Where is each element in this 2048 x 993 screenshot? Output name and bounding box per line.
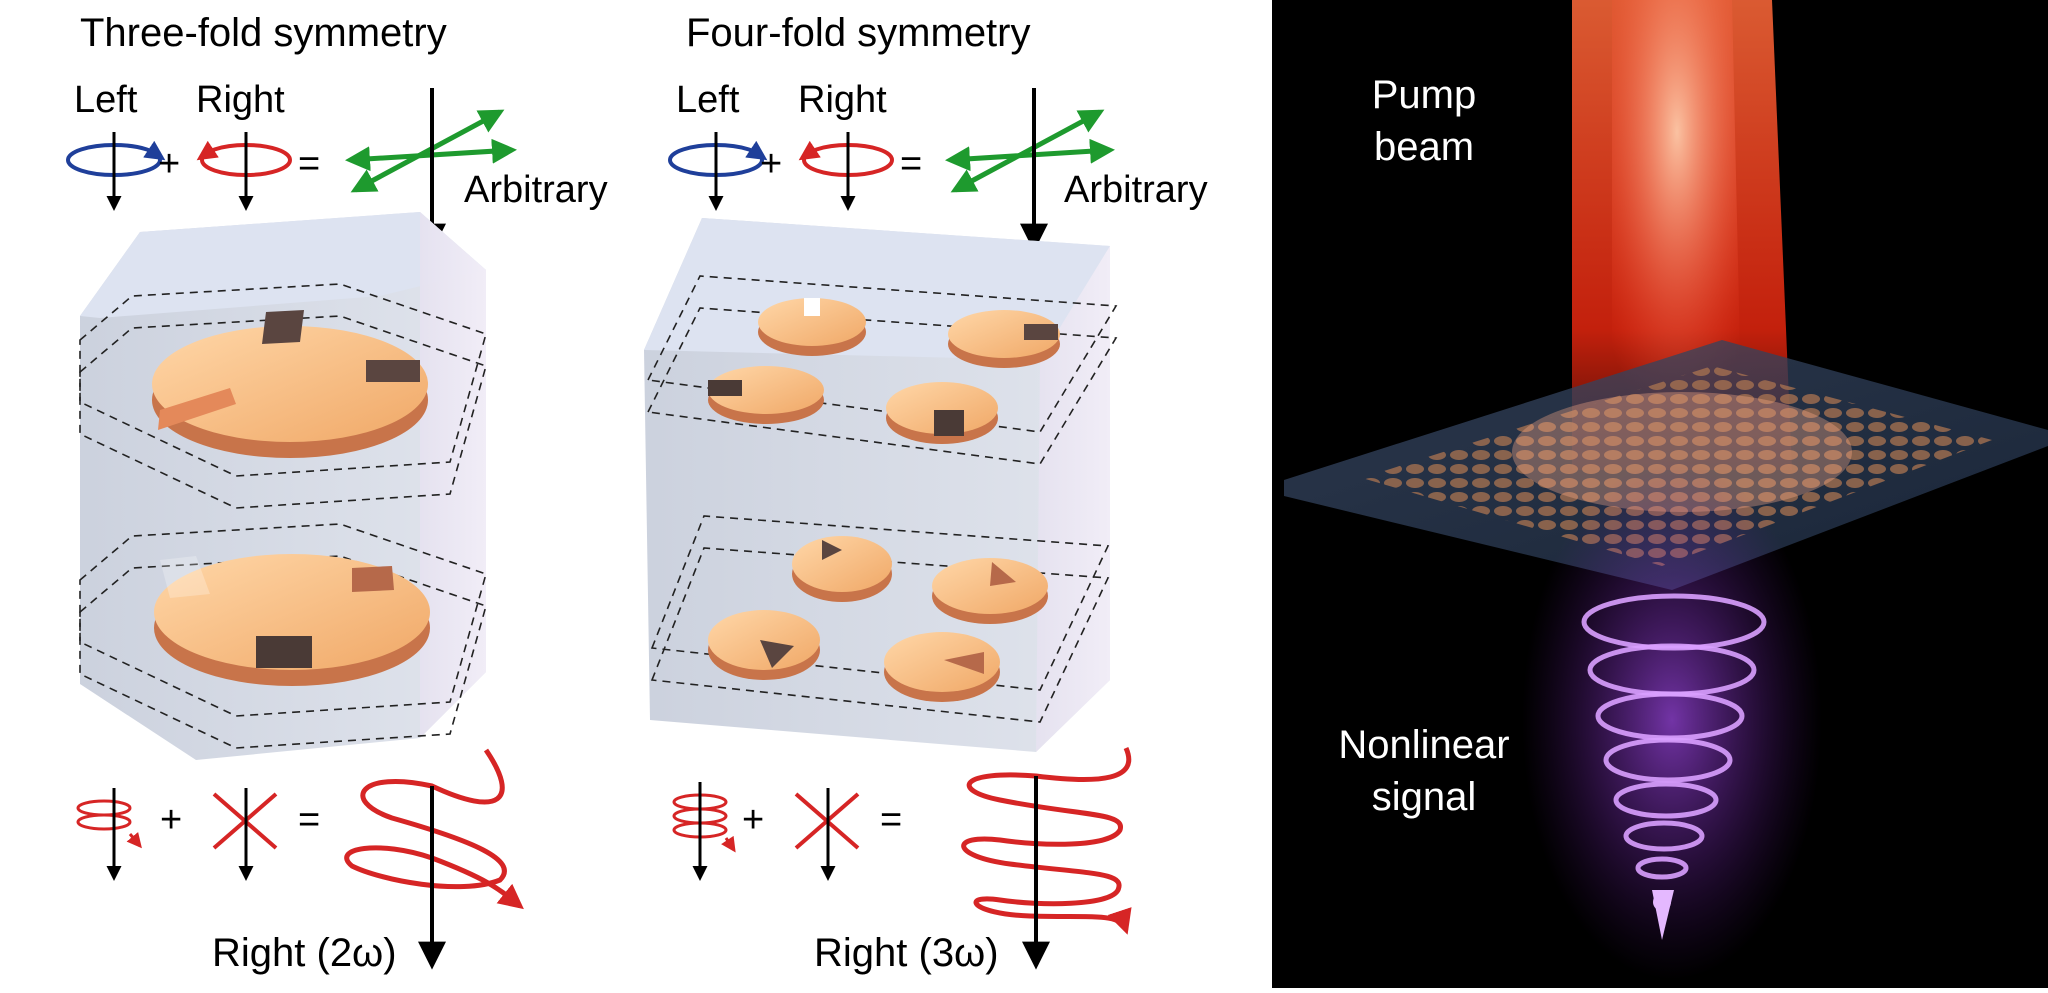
four-fold-left-circular-icon (668, 132, 768, 211)
four-fold-lower-disks (708, 536, 1048, 702)
four-fold-equals: = (900, 143, 922, 185)
signal-label-line1: Nonlinear (1338, 723, 1509, 767)
three-fold-upper-disk (152, 310, 428, 458)
three-fold-cross-icon (212, 788, 278, 881)
three-fold-output-equation: + = Right (2ω) (76, 748, 524, 975)
three-fold-output-equals: = (298, 799, 320, 841)
four-fold-linear-arbitrary-icon (945, 109, 1115, 193)
four-fold-output-equals: = (880, 799, 902, 841)
three-fold-plus: + (158, 143, 180, 185)
three-fold-output-label: Right (2ω) (212, 931, 397, 975)
three-fold-right-circular-icon (196, 132, 292, 211)
metasurface-illustration: Pump beam Nonlinear signal (1272, 0, 2048, 988)
four-fold-output-plus: + (742, 799, 764, 841)
pump-label-line2: beam (1374, 125, 1474, 169)
schematic-svg: Three-fold symmetry Left Right + = Arbit… (66, 11, 1208, 975)
signal-label-line2: signal (1372, 775, 1477, 819)
four-fold-output-equation: + = Right (3ω) (672, 747, 1132, 975)
four-fold-title: Four-fold symmetry (686, 11, 1031, 55)
three-fold-lower-disk (154, 554, 430, 686)
three-fold-helix-icon (344, 748, 524, 970)
symmetry-schematics: Three-fold symmetry Left Right + = Arbit… (66, 11, 1208, 975)
three-fold-right-label: Right (196, 79, 285, 121)
four-fold-right-label: Right (798, 79, 887, 121)
three-fold-panel: Three-fold symmetry Left Right + = Arbit… (66, 11, 608, 975)
three-fold-equals: = (298, 143, 320, 185)
illustration-svg: Pump beam Nonlinear signal (1284, 0, 2048, 980)
four-fold-upper-disks (708, 298, 1060, 444)
three-fold-left-label: Left (74, 79, 138, 121)
four-fold-panel: Four-fold symmetry Left Right + = Arbitr… (644, 11, 1208, 975)
four-fold-right-circular-icon (798, 132, 894, 211)
cubic-crystal (644, 218, 1118, 752)
four-fold-arbitrary-label: Arbitrary (1064, 169, 1208, 211)
pump-label-line1: Pump (1372, 73, 1477, 117)
hexagonal-crystal (79, 212, 487, 760)
three-fold-left-circular-icon (66, 132, 166, 211)
four-fold-output-label: Right (3ω) (814, 931, 999, 975)
four-fold-helix-icon (961, 747, 1132, 970)
four-fold-cross-icon (794, 788, 860, 881)
three-fold-output-plus: + (160, 799, 182, 841)
nonlinear-signal (1522, 460, 1822, 980)
three-fold-small-helix-icon (76, 788, 142, 881)
three-fold-arbitrary-label: Arbitrary (464, 169, 608, 211)
three-fold-title: Three-fold symmetry (80, 11, 447, 55)
four-fold-small-helix-icon (672, 782, 736, 881)
four-fold-left-label: Left (676, 79, 740, 121)
four-fold-plus: + (760, 143, 782, 185)
